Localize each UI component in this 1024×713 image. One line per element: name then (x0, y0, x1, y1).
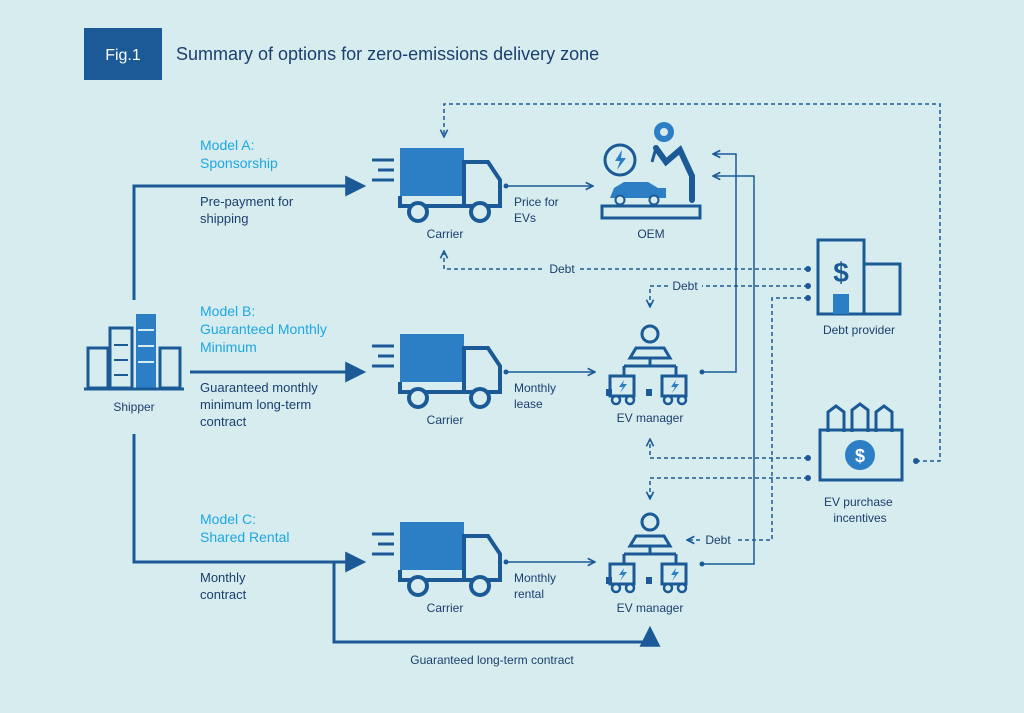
connector-dot (805, 283, 811, 289)
debt-to-ev-manager-c (688, 297, 808, 540)
figure-title: Summary of options for zero-emissions de… (176, 44, 599, 64)
ev-manager-icon (604, 512, 688, 594)
fig-badge (84, 28, 162, 80)
connector-dot (503, 369, 509, 375)
ev-manager-label: EV manager (617, 601, 684, 615)
guaranteed-contract-arrow (332, 562, 661, 647)
svg-text:$: $ (833, 257, 849, 288)
debt-to-carrier-a (444, 252, 808, 270)
model-a-description: Pre-payment for shipping (200, 194, 297, 226)
debt-label-bg (668, 277, 702, 293)
connector-dot (503, 559, 509, 565)
connector-dot (913, 458, 919, 464)
guaranteed-contract-label: Guaranteed long-term contract (410, 653, 574, 667)
connector-dot (503, 183, 509, 189)
connector-dot (699, 561, 705, 567)
debt-label: Debt (549, 262, 575, 276)
debt-to-ev-manager-b (650, 285, 808, 306)
connector-dot (805, 475, 811, 481)
carrier-truck-icon (370, 146, 502, 223)
model-a-title: Model A: Sponsorship (200, 137, 278, 171)
incentives-money-icon: $ (818, 402, 904, 482)
oem-factory-icon (600, 122, 702, 220)
model-c-carrier-flow: Monthly rental (514, 571, 559, 601)
incentives-label: EV purchase incentives (824, 495, 896, 525)
debt-provider-bank-icon: $ (816, 238, 902, 316)
carrier-label: Carrier (427, 601, 464, 615)
model-b-carrier-flow: Monthly lease (514, 381, 559, 411)
ev-manager-icon (604, 324, 688, 406)
connector-dot (805, 295, 811, 301)
model-a-arrow (132, 175, 367, 300)
model-b-description: Guaranteed monthly minimum long-term con… (200, 380, 321, 429)
carrier-truck-icon (370, 520, 502, 597)
ev-manager-c-to-oem (702, 176, 755, 565)
connector-dot (805, 455, 811, 461)
debt-label: Debt (672, 279, 698, 293)
carrier-label: Carrier (427, 413, 464, 427)
carrier-truck-icon (370, 332, 502, 409)
incentives-to-ev-manager-b (650, 440, 808, 459)
debt-label-bg (544, 260, 580, 276)
incentives-to-ev-manager-c (650, 477, 808, 498)
model-b-title: Model B: Guaranteed Monthly Minimum (200, 303, 331, 355)
shipper-label: Shipper (113, 400, 154, 414)
ev-manager-b-to-oem (702, 154, 737, 373)
connector-dot (699, 369, 705, 375)
shipper-building-icon (84, 314, 184, 391)
debt-label: Debt (705, 533, 731, 547)
oem-label: OEM (637, 227, 664, 241)
debt-label-bg (700, 531, 736, 547)
model-c-description: Monthly contract (200, 570, 249, 602)
debt-provider-label: Debt provider (823, 323, 895, 337)
svg-text:$: $ (855, 446, 865, 466)
connector-dot (805, 266, 811, 272)
model-c-arrow (132, 434, 367, 573)
ev-manager-label: EV manager (617, 411, 684, 425)
model-a-carrier-flow: Price for EVs (514, 195, 562, 225)
incentives-to-carrier-a (444, 103, 941, 462)
model-c-title: Model C: Shared Rental (200, 511, 290, 545)
carrier-label: Carrier (427, 227, 464, 241)
fig-badge-label: Fig.1 (105, 47, 141, 64)
